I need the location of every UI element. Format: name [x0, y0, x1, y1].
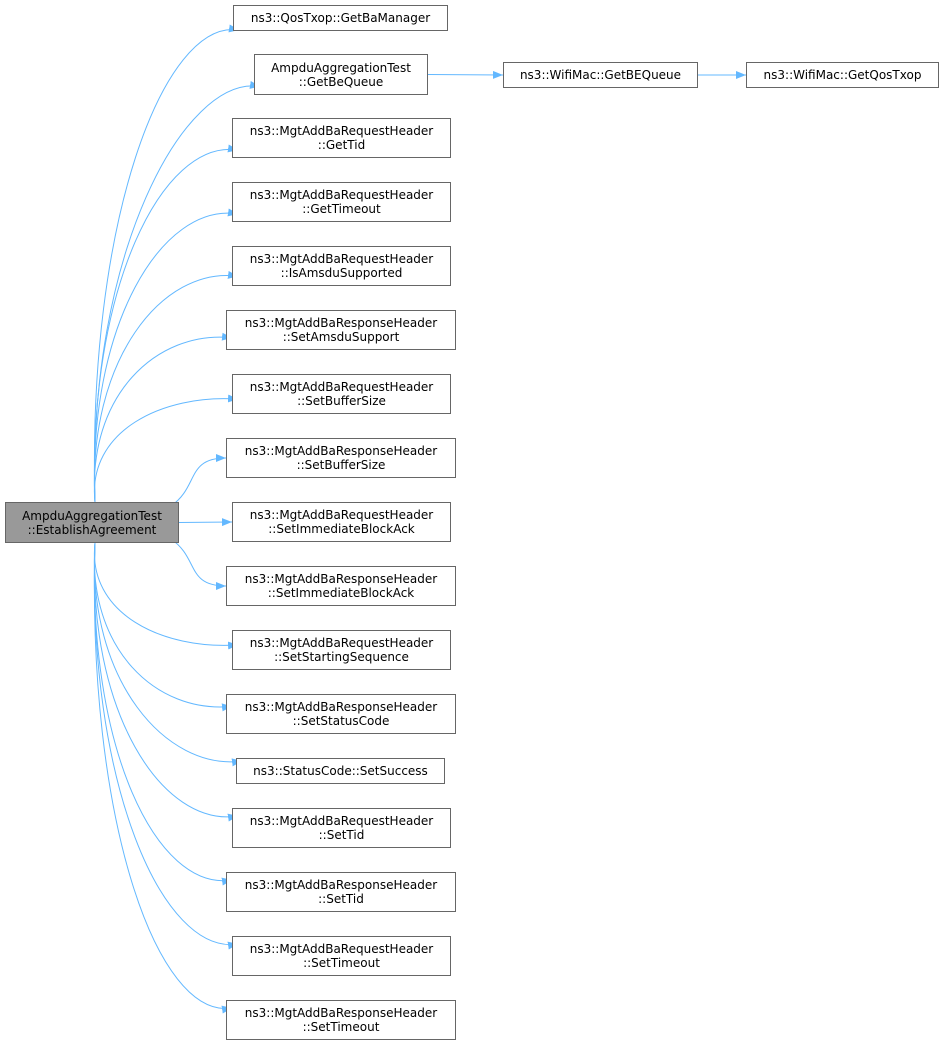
edge-root-c9	[93, 542, 239, 650]
node-label-line1: AmpduAggregationTest	[271, 60, 411, 75]
node-label-line1: ns3::MgtAddBaRequestHeader	[249, 252, 434, 266]
node-label-line1: ns3::MgtAddBaRequestHeader	[249, 508, 434, 522]
node-label-line2: ::GetBeQueue	[298, 74, 384, 89]
node-label-line1: ns3::WifiMac::GetQosTxop	[763, 68, 922, 82]
node-establish-agreement: AmpduAggregationTest ::EstablishAgreemen…	[5, 502, 179, 543]
node-label-line2: ::SetStartingSequence	[274, 650, 409, 664]
node-response-settid[interactable]: ns3::MgtAddBaResponseHeader ::SetTid	[226, 872, 456, 912]
node-label-line2: ::SetStatusCode	[292, 714, 390, 728]
node-label-line1: ns3::WifiMac::GetBEQueue	[519, 68, 682, 82]
node-label-line1: ns3::MgtAddBaRequestHeader	[249, 124, 434, 138]
node-qostxop-getbamanager[interactable]: ns3::QosTxop::GetBaManager	[233, 5, 448, 31]
node-label-line2: ::SetImmediateBlockAck	[267, 586, 415, 600]
edge-root-c7	[178, 518, 233, 527]
node-label-line1: ns3::MgtAddBaRequestHeader	[249, 814, 434, 828]
node-response-setimmediateblockack[interactable]: ns3::MgtAddBaResponseHeader ::SetImmedia…	[226, 566, 456, 606]
edge-beq-wbeq	[427, 70, 504, 79]
edge-root-c12	[93, 542, 233, 886]
node-label-line1: ns3::MgtAddBaResponseHeader	[244, 700, 438, 714]
node-response-settimeout[interactable]: ns3::MgtAddBaResponseHeader ::SetTimeout	[226, 1000, 456, 1040]
node-label-line2: ::SetTid	[318, 828, 365, 842]
edge-root-c6	[170, 454, 227, 507]
node-label-line2: ::SetTid	[318, 892, 364, 906]
node-request-setbuffersize[interactable]: ns3::MgtAddBaRequestHeader ::SetBufferSi…	[232, 374, 451, 414]
node-label-line1: ns3::MgtAddBaRequestHeader	[249, 188, 434, 202]
node-label-line1: AmpduAggregationTest	[22, 508, 162, 523]
node-label-line2: ::IsAmsduSupported	[280, 266, 403, 280]
node-label-line2: ::SetAmsduSupport	[282, 330, 400, 344]
node-request-setimmediateblockack[interactable]: ns3::MgtAddBaRequestHeader ::SetImmediat…	[232, 502, 451, 542]
edge-root-qos	[93, 24, 240, 503]
node-response-setamsdusupport[interactable]: ns3::MgtAddBaResponseHeader ::SetAmsduSu…	[226, 310, 456, 350]
node-request-isamsdusupported[interactable]: ns3::MgtAddBaRequestHeader ::IsAmsduSupp…	[232, 246, 451, 286]
edge-root-c3	[93, 270, 239, 503]
node-wifimac-getbequeue[interactable]: ns3::WifiMac::GetBEQueue	[503, 62, 698, 88]
node-label-line1: ns3::StatusCode::SetSuccess	[253, 764, 428, 778]
node-statuscode-setsuccess[interactable]: ns3::StatusCode::SetSuccess	[236, 758, 445, 784]
node-label-line1: ns3::MgtAddBaRequestHeader	[249, 380, 434, 394]
node-label-line2: ::SetBufferSize	[297, 394, 386, 408]
node-request-settid[interactable]: ns3::MgtAddBaRequestHeader ::SetTid	[232, 808, 451, 848]
edge-root-c2	[93, 208, 239, 503]
node-label-line1: ns3::MgtAddBaResponseHeader	[244, 572, 438, 586]
node-label-line1: ns3::MgtAddBaResponseHeader	[244, 1006, 438, 1020]
node-label-line1: ns3::MgtAddBaResponseHeader	[244, 878, 438, 892]
node-label-line2: ::GetTid	[317, 138, 366, 152]
edge-root-c13	[93, 542, 239, 950]
node-response-setbuffersize[interactable]: ns3::MgtAddBaResponseHeader ::SetBufferS…	[226, 438, 456, 478]
edge-root-c4	[93, 332, 233, 503]
node-request-settimeout[interactable]: ns3::MgtAddBaRequestHeader ::SetTimeout	[232, 936, 451, 976]
edge-root-c8	[170, 538, 227, 590]
edge-root-c5	[93, 394, 239, 503]
node-request-gettid[interactable]: ns3::MgtAddBaRequestHeader ::GetTid	[232, 118, 451, 158]
node-label-line2: ::EstablishAgreement	[27, 522, 157, 537]
edge-root-c14	[93, 542, 233, 1014]
edge-root-c11	[93, 542, 239, 822]
edge-root-succ	[93, 542, 243, 767]
edge-root-c1	[93, 144, 239, 503]
node-request-setstartingsequence[interactable]: ns3::MgtAddBaRequestHeader ::SetStarting…	[232, 630, 451, 670]
node-label-line2: ::GetTimeout	[302, 202, 381, 216]
node-label-line2: ::SetImmediateBlockAck	[268, 522, 415, 536]
node-label-line2: ::SetTimeout	[302, 1020, 380, 1034]
node-label-line2: ::SetBufferSize	[296, 458, 386, 472]
node-label-line1: ns3::MgtAddBaResponseHeader	[244, 444, 438, 458]
node-response-setstatuscode[interactable]: ns3::MgtAddBaResponseHeader ::SetStatusC…	[226, 694, 456, 734]
node-ampdu-getbequeue[interactable]: AmpduAggregationTest ::GetBeQueue	[254, 54, 428, 95]
node-label-line1: ns3::MgtAddBaRequestHeader	[249, 942, 434, 956]
edge-root-c10	[93, 542, 233, 712]
node-wifimac-getqostxop[interactable]: ns3::WifiMac::GetQosTxop	[746, 62, 939, 88]
node-label-line1: ns3::QosTxop::GetBaManager	[250, 11, 431, 25]
node-label-line1: ns3::MgtAddBaRequestHeader	[249, 636, 434, 650]
node-label-line1: ns3::MgtAddBaResponseHeader	[244, 316, 438, 330]
node-label-line2: ::SetTimeout	[303, 956, 380, 970]
node-request-gettimeout[interactable]: ns3::MgtAddBaRequestHeader ::GetTimeout	[232, 182, 451, 222]
